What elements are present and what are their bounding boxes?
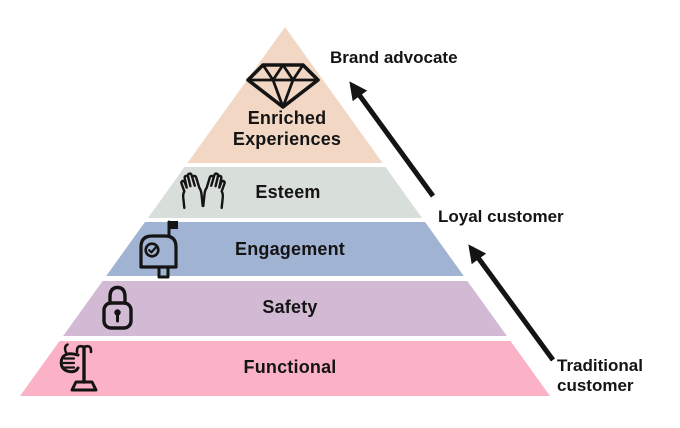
- diamond-icon: [246, 63, 320, 109]
- pyramid-level-safety: [63, 281, 507, 336]
- level-label-enriched-experiences: Enriched Experiences: [232, 108, 342, 149]
- hand-grip-icon: [59, 343, 98, 392]
- annotation-brand-advocate: Brand advocate: [330, 48, 458, 67]
- annotation-traditional-customer: Traditional customer: [557, 356, 643, 395]
- pyramid-level-engagement: [106, 222, 464, 276]
- arrow-traditional-to-loyal: [468, 244, 556, 362]
- level-label-engagement: Engagement: [234, 239, 346, 259]
- annotation-loyal-customer: Loyal customer: [438, 207, 564, 226]
- level-label-functional: Functional: [243, 357, 337, 377]
- mailbox-icon: [139, 220, 178, 279]
- pyramid-level-functional: [20, 341, 550, 396]
- level-label-safety: Safety: [262, 297, 318, 317]
- level-label-esteem: Esteem: [255, 182, 321, 202]
- padlock-icon: [102, 285, 133, 330]
- pyramid-level-enriched-experiences: [187, 27, 383, 163]
- arrow-loyal-to-brand-advocate: [349, 81, 436, 198]
